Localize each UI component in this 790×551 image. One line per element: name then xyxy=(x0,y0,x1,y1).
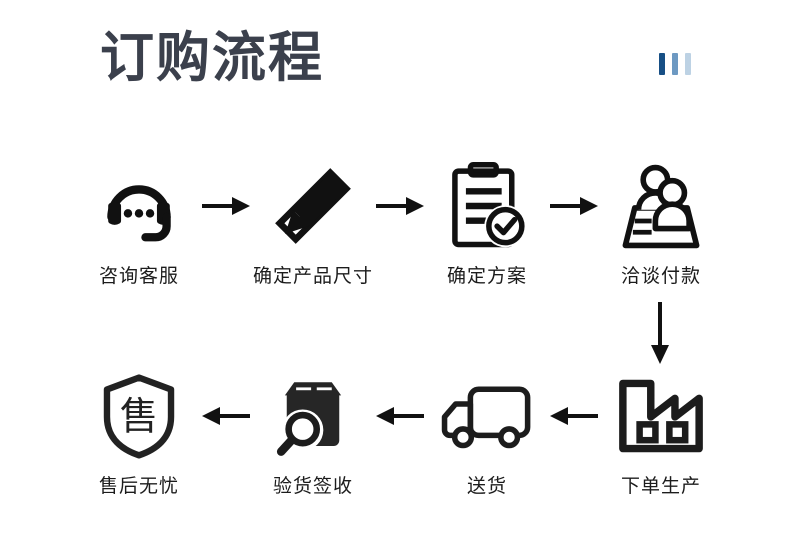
flow-step-label: 洽谈付款 xyxy=(620,265,701,287)
connector-bottom-2 xyxy=(372,368,428,463)
headset-icon xyxy=(93,158,185,253)
arrow-down-icon xyxy=(651,302,669,364)
arrow-right-icon xyxy=(202,196,250,215)
arrow-right-icon xyxy=(550,196,598,215)
delivery-truck-icon xyxy=(439,368,535,463)
connector-vertical xyxy=(638,300,682,366)
flow-step-label: 下单生产 xyxy=(620,475,701,497)
flow-step-plan[interactable]: 确定方案 xyxy=(428,158,546,288)
arrow-left-icon xyxy=(550,406,598,425)
clipboard-check-icon xyxy=(443,158,531,253)
flow-step-label: 售后无忧 xyxy=(98,475,179,497)
flow-step-negotiate[interactable]: 洽谈付款 xyxy=(602,158,720,288)
flow-step-consult[interactable]: 咨询客服 xyxy=(80,158,198,288)
connector-bottom-1 xyxy=(198,368,254,463)
flow-step-size[interactable]: 确定产品尺寸 xyxy=(253,158,374,288)
arrow-right-icon xyxy=(376,196,424,215)
people-desk-icon xyxy=(614,158,708,253)
connector-top-2 xyxy=(372,158,428,253)
box-magnifier-icon xyxy=(268,368,358,463)
flow-step-aftersales[interactable]: 售 售后无忧 xyxy=(80,368,198,498)
flow-step-label: 确定方案 xyxy=(446,265,527,287)
arrow-left-icon xyxy=(202,406,250,425)
deco-bar-3 xyxy=(685,53,691,75)
flow-step-label: 确定产品尺寸 xyxy=(253,265,374,287)
deco-bar-2 xyxy=(672,53,678,75)
flow-step-label: 咨询客服 xyxy=(98,265,179,287)
flow-step-inspect[interactable]: 验货签收 xyxy=(254,368,372,498)
flow-row-bottom: 售 售后无忧 xyxy=(80,368,720,498)
deco-bar-1 xyxy=(659,53,665,75)
shield-shou-icon: 售 xyxy=(98,368,180,463)
flow-step-delivery[interactable]: 送货 xyxy=(428,368,546,498)
connector-bottom-3 xyxy=(546,368,602,463)
arrow-left-icon xyxy=(376,406,424,425)
header: 订购流程 xyxy=(0,0,790,120)
connector-top-3 xyxy=(546,158,602,253)
flow-step-label: 验货签收 xyxy=(272,475,353,497)
svg-text:售: 售 xyxy=(120,394,158,439)
decorative-bars xyxy=(659,53,693,77)
factory-icon xyxy=(615,368,707,463)
connector-top-1 xyxy=(198,158,254,253)
pencil-ruler-icon xyxy=(266,158,360,253)
flow-step-production[interactable]: 下单生产 xyxy=(602,368,720,498)
flow-row-top: 咨询客服 xyxy=(80,158,720,288)
page-title: 订购流程 xyxy=(100,26,324,89)
flow-step-label: 送货 xyxy=(466,475,507,497)
